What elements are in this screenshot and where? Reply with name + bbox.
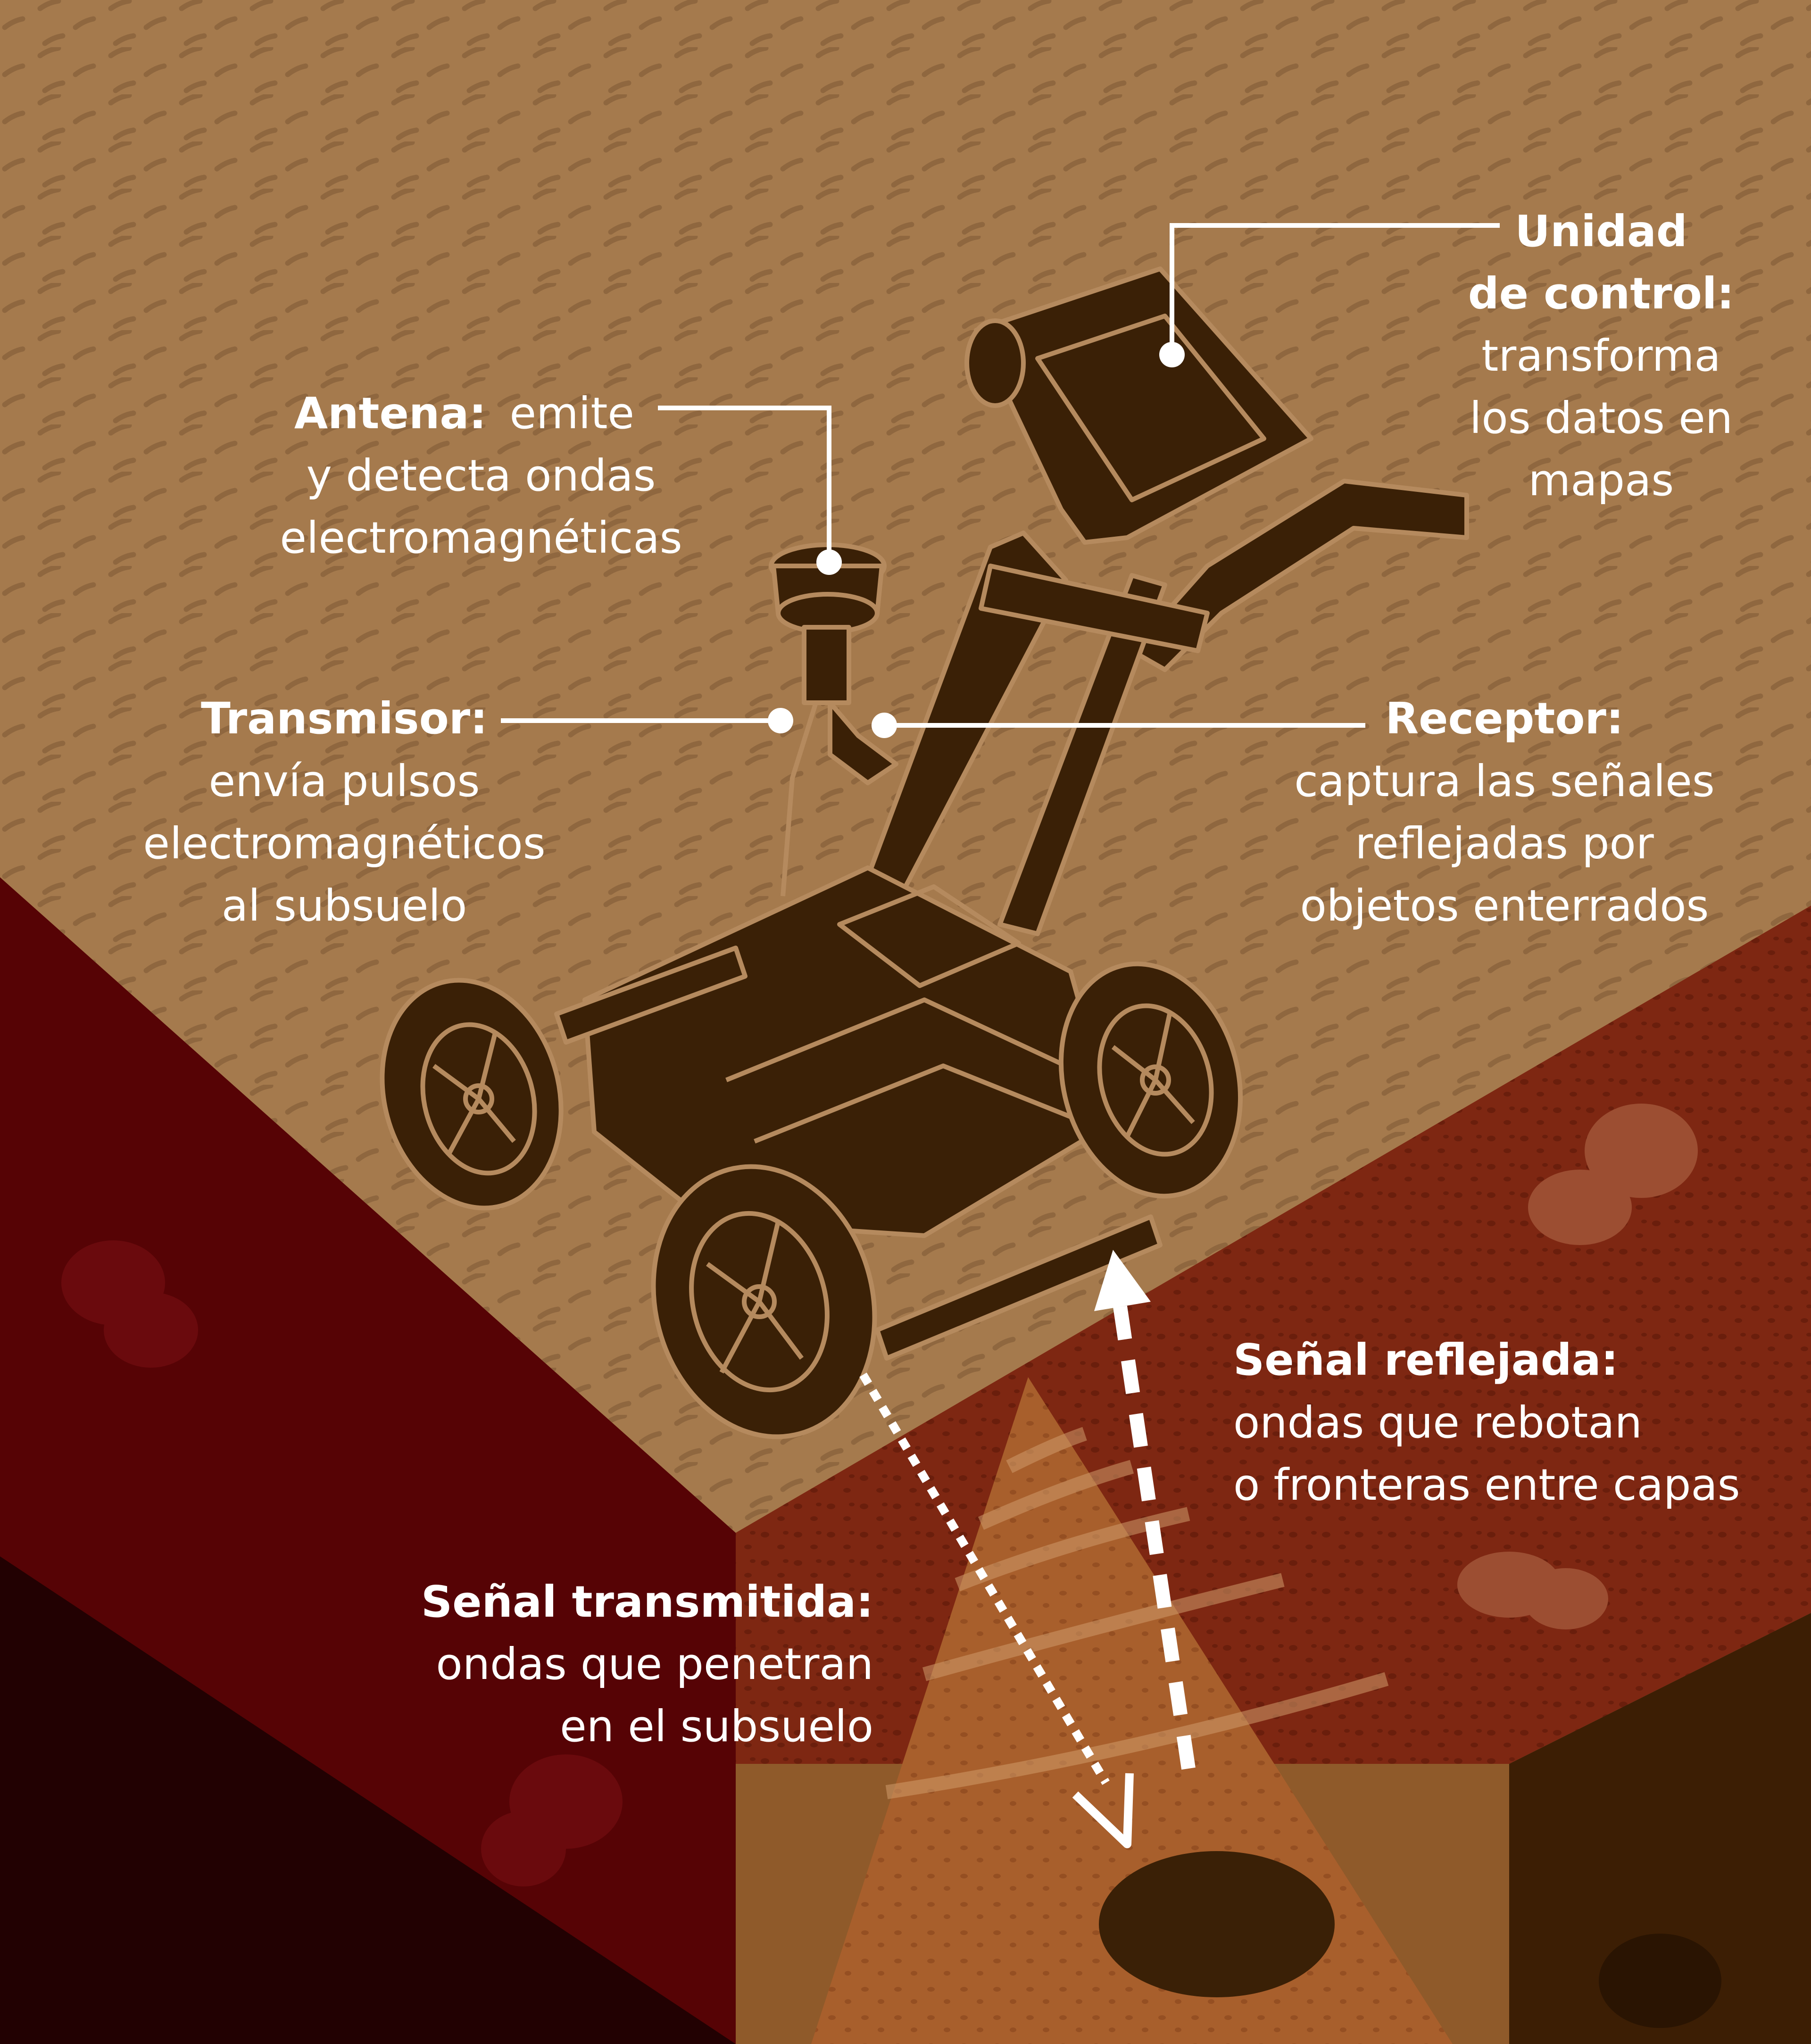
label-senal-reflejada-line: ondas que rebotan bbox=[1233, 1397, 1642, 1448]
antenna-mast bbox=[802, 625, 851, 705]
control-unit-panel bbox=[1035, 314, 1266, 502]
wheel-front-left bbox=[651, 1164, 877, 1439]
cart-body-detail bbox=[837, 884, 1021, 988]
rock bbox=[1528, 1170, 1632, 1245]
cart-body-detail bbox=[725, 997, 1067, 1082]
soil-layer-deep-left bbox=[0, 1556, 736, 2044]
label-senal-transmitida-title: Señal transmitida: bbox=[421, 1577, 873, 1627]
soil-layer-deep-right bbox=[1509, 1613, 1811, 2044]
leader-dot-unidad bbox=[1159, 342, 1185, 367]
wheel-back-left bbox=[380, 978, 564, 1211]
cart-axle bbox=[875, 1214, 1163, 1361]
rock bbox=[1585, 1104, 1698, 1198]
svg-text:Receptor:: Receptor: bbox=[1385, 693, 1623, 744]
label-senal-reflejada: Señal reflejada: ondas que rebotan o fro… bbox=[1233, 1335, 1740, 1510]
svg-text:Señal transmitida:: Señal transmitida: bbox=[421, 1577, 873, 1627]
label-transmisor-line: al subsuelo bbox=[222, 881, 467, 931]
label-receptor-line: objetos enterrados bbox=[1300, 881, 1709, 931]
frame-shaft bbox=[865, 531, 1068, 889]
leader-dots bbox=[768, 342, 1185, 738]
leader-dot-receptor bbox=[872, 713, 897, 738]
label-unidad-title: Unidad bbox=[1515, 206, 1687, 257]
svg-text:de control:: de control: bbox=[1468, 268, 1734, 319]
leader-dot-transmisor bbox=[768, 708, 793, 733]
label-senal-reflejada-line: o fronteras entre capas bbox=[1233, 1460, 1740, 1510]
label-receptor-title: Receptor: bbox=[1385, 693, 1623, 744]
leader-lines bbox=[501, 223, 1500, 728]
label-antena-title: Antena: bbox=[294, 388, 486, 439]
svg-text:Transmisor:: Transmisor: bbox=[201, 693, 488, 744]
label-unidad-line: mapas bbox=[1529, 455, 1674, 506]
label-unidad: Unidad de control: transforma los datos … bbox=[1468, 206, 1734, 506]
ground-penetrating-radar-cart-icon bbox=[380, 266, 1469, 1439]
transmitted-signal-arrow bbox=[859, 1372, 1110, 1785]
frame-crossbar bbox=[979, 564, 1210, 653]
label-antena: Antena: emite y detecta ondas electromag… bbox=[280, 388, 682, 563]
control-unit-screen bbox=[974, 266, 1313, 545]
transmitted-arrow-head bbox=[1072, 1773, 1134, 1848]
rock bbox=[104, 1292, 198, 1368]
transmitter-cable bbox=[781, 702, 818, 897]
label-unidad-title: de control: bbox=[1468, 268, 1734, 319]
reflected-arrow-head bbox=[1094, 1250, 1151, 1311]
label-receptor-line: reflejadas por bbox=[1355, 818, 1654, 869]
leader-line-antena bbox=[658, 406, 831, 562]
soil-layers bbox=[0, 877, 1811, 2044]
signal-cone bbox=[811, 1377, 1453, 2044]
label-receptor-line: captura las señales bbox=[1294, 756, 1715, 806]
label-senal-transmitida-line: ondas que penetran bbox=[436, 1639, 873, 1689]
signal-waves bbox=[885, 1427, 1389, 1799]
handle-bar bbox=[1130, 479, 1469, 672]
label-antena-line: electromagnéticas bbox=[280, 513, 682, 563]
label-transmisor: Transmisor: envía pulsos electromagnétic… bbox=[143, 693, 545, 931]
rock bbox=[481, 1811, 566, 1886]
label-transmisor-line: electromagnéticos bbox=[143, 818, 545, 869]
receiver-arm bbox=[828, 700, 898, 785]
signal-arrows bbox=[859, 1250, 1196, 1848]
label-senal-transmitida: Señal transmitida: ondas que penetran en… bbox=[421, 1577, 873, 1752]
label-antena-line: y detecta ondas bbox=[307, 450, 656, 501]
frame-shaft bbox=[997, 573, 1167, 936]
label-receptor: Receptor: captura las señales reflejadas… bbox=[1294, 693, 1715, 931]
svg-text:Unidad: Unidad bbox=[1515, 206, 1687, 257]
label-senal-reflejada-title: Señal reflejada: bbox=[1233, 1335, 1619, 1385]
cart-body-detail bbox=[754, 1064, 1086, 1144]
reflected-signal-arrow bbox=[1113, 1305, 1196, 1770]
label-unidad-line: los datos en bbox=[1470, 393, 1733, 443]
svg-text:Antena: emite: Antena: emite bbox=[294, 388, 634, 439]
rock bbox=[1599, 1934, 1721, 2028]
buried-object-icon bbox=[1099, 1851, 1335, 1997]
label-antena-line: emite bbox=[510, 388, 634, 439]
svg-text:Señal reflejada:: Señal reflejada: bbox=[1233, 1335, 1619, 1385]
leader-dot-antena bbox=[816, 549, 842, 575]
rock bbox=[1523, 1568, 1608, 1629]
label-unidad-line: transforma bbox=[1481, 331, 1720, 381]
wheel-back-right bbox=[1058, 961, 1243, 1199]
leader-line-unidad bbox=[1170, 223, 1500, 355]
label-transmisor-line: envía pulsos bbox=[209, 756, 480, 806]
label-transmisor-title: Transmisor: bbox=[201, 693, 488, 744]
label-senal-transmitida-line: en el subsuelo bbox=[560, 1701, 873, 1752]
cart-axle bbox=[554, 946, 748, 1045]
control-unit-grip-icon bbox=[964, 318, 1026, 408]
